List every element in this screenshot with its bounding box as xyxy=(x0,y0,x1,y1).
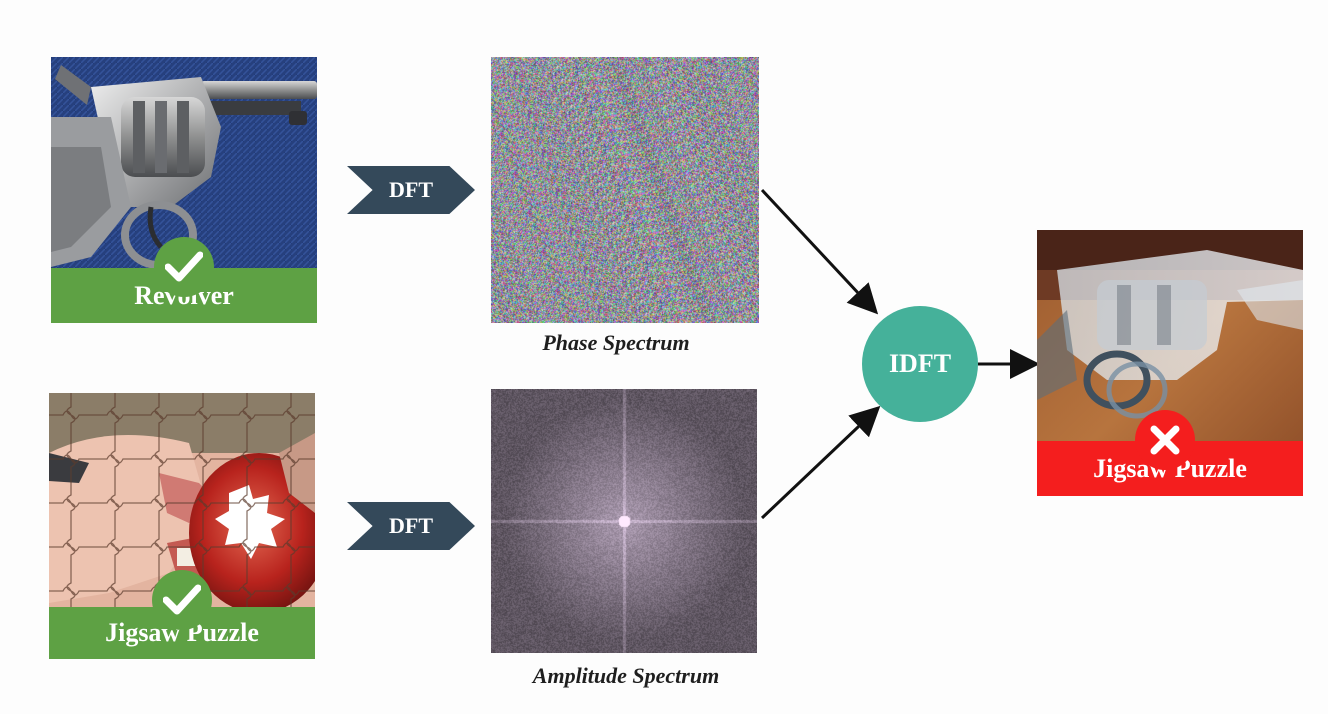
jigsaw-image-tile: Jigsaw Puzzle xyxy=(49,393,315,659)
phase-spectrum-caption: Phase Spectrum xyxy=(542,330,690,355)
amplitude-noise xyxy=(491,389,757,653)
check-icon xyxy=(152,570,212,630)
dft-arrow-top: DFT xyxy=(347,166,475,214)
amplitude-spectrum-caption: Amplitude Spectrum xyxy=(532,663,720,688)
cross-icon xyxy=(1135,410,1195,470)
revolver-image-tile: Revolver xyxy=(51,57,317,323)
arrow-phase-to-idft xyxy=(760,188,879,315)
idft-node: IDFT xyxy=(862,306,978,422)
output-image-tile: Jigsaw Puzzle xyxy=(1037,230,1303,496)
dft-label-top: DFT xyxy=(389,177,433,202)
phase-spectrum-image xyxy=(491,57,759,323)
dft-label-bottom: DFT xyxy=(389,513,433,538)
revolver-photo xyxy=(51,57,317,323)
amplitude-spectrum-image xyxy=(491,389,757,653)
dft-arrow-bottom: DFT xyxy=(347,502,475,550)
check-icon xyxy=(154,237,214,297)
idft-label: IDFT xyxy=(888,349,952,378)
arrow-amplitude-to-idft xyxy=(760,405,881,520)
phase-noise xyxy=(491,57,759,323)
